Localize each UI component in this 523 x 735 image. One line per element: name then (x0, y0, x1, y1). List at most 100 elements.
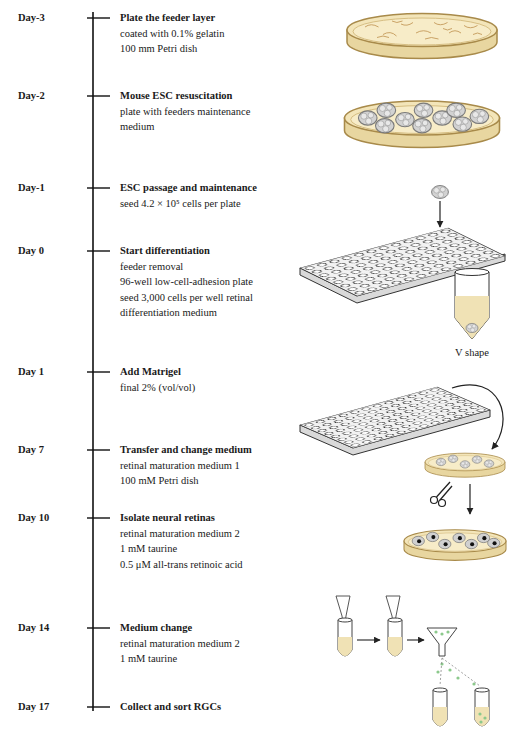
tube-rim (455, 269, 489, 276)
day-label: Day 17 (18, 699, 49, 715)
plate-wells (300, 387, 490, 448)
neural-retina (465, 539, 477, 548)
neural-retina (488, 538, 500, 547)
timeline-tick (87, 449, 110, 450)
cell-aggregate (448, 455, 458, 462)
sort-stream (440, 658, 480, 686)
step-heading: Medium change (120, 620, 272, 636)
timeline-tick (87, 95, 110, 96)
esc-colony (447, 103, 466, 117)
step-heading: Start differentiation (120, 243, 272, 259)
step-heading: Collect and sort RGCs (120, 699, 272, 715)
tube-medium (455, 296, 489, 339)
step-detail: 0.5 μM all-trans retinoic acid (120, 557, 272, 573)
well-plate (300, 387, 490, 448)
petri-dish (347, 14, 497, 59)
timeline-step: Day 10 Isolate neural retinasretinal matu… (0, 510, 290, 572)
cell-aggregate (472, 456, 482, 463)
timeline-tick (87, 250, 110, 251)
tube-body (455, 272, 489, 339)
cell-dot (479, 720, 482, 723)
arrow (407, 639, 424, 640)
step-detail: final 2% (vol/vol) (120, 380, 272, 396)
cell-aggregate (484, 460, 494, 467)
aggregate-dish (425, 453, 505, 477)
step-heading: Transfer and change medium (120, 442, 272, 458)
cell-dot (436, 670, 439, 673)
step-text: Transfer and change mediumretinal matura… (120, 442, 272, 489)
esc-colony (377, 103, 396, 117)
esc-colony (432, 186, 449, 199)
v-bottom-well (455, 269, 489, 340)
petri-dish (345, 101, 500, 148)
timeline-tick (87, 627, 110, 628)
esc-colony (358, 111, 377, 125)
step-detail: retinal maturation medium 2 (120, 526, 272, 542)
cell-aggregate (436, 458, 446, 465)
step-detail: 1 mM taurine (120, 651, 272, 667)
neural-retina (412, 536, 424, 545)
feeder-dish (347, 14, 497, 59)
scissors-handle (439, 500, 446, 507)
step-text: Add Matrigelfinal 2% (vol/vol) (120, 364, 272, 395)
step-detail: seed 4.2 × 10⁵ cells per plate (120, 196, 272, 212)
step-detail: 96-well low-cell-adhesion plate (120, 274, 272, 290)
step-text: Collect and sort RGCs (120, 699, 272, 715)
cell-dot (483, 716, 486, 719)
esc-colony (414, 103, 433, 117)
cell-dot (478, 712, 481, 715)
esc-cluster (432, 186, 449, 199)
step-heading: Mouse ESC resuscitation (120, 88, 272, 104)
plate-top (300, 387, 490, 448)
petri-dish (404, 530, 506, 561)
cell-dot (446, 630, 449, 633)
cell-dot (448, 668, 451, 671)
timeline-axis (92, 12, 94, 711)
timeline (87, 12, 110, 711)
day-label: Day 10 (18, 510, 49, 526)
day-label: Day-1 (18, 180, 45, 196)
step-text: Mouse ESC resuscitationplate with feeder… (120, 88, 272, 135)
cell-dot (440, 632, 443, 635)
sorted-cells (434, 630, 475, 685)
petri-dish (425, 453, 505, 477)
collection-tube (433, 688, 447, 726)
step-text: Isolate neural retinasretinal maturation… (120, 510, 272, 572)
esc-colony (470, 109, 489, 123)
timeline-tick (87, 17, 110, 18)
tube (338, 618, 352, 656)
retina-dish (404, 530, 506, 561)
cell-strainer (427, 628, 457, 656)
day-label: Day 1 (18, 364, 44, 380)
neural-retina (439, 539, 451, 548)
cell-aggregate (460, 461, 470, 468)
step-detail: 1 mM taurine (120, 541, 272, 557)
step-detail: 100 mm Petri dish (120, 41, 272, 57)
timeline-step: Day-3Plate the feeder layercoated with 0… (0, 10, 290, 57)
scissors (431, 482, 453, 507)
day-label: Day-3 (18, 10, 45, 26)
step-heading: Isolate neural retinas (120, 510, 272, 526)
feeder-fibres (365, 21, 482, 39)
neural-retina (426, 532, 438, 541)
scissors-handle (431, 497, 438, 504)
day-label: Day 14 (18, 620, 49, 636)
step-heading: Plate the feeder layer (120, 10, 272, 26)
sorted-cells (478, 712, 486, 723)
step-text: Start differentiationfeeder removal96-we… (120, 243, 272, 321)
step-detail: seed 3,000 cells per well retinal differ… (120, 290, 272, 321)
esc-colony (376, 119, 395, 133)
annotation-label: V shape (455, 345, 489, 361)
timeline-step: Day 14Medium changeretinal maturation me… (0, 620, 290, 667)
step-detail: retinal maturation medium 1 (120, 458, 272, 474)
timeline-tick (87, 371, 110, 372)
esc-colony (453, 117, 472, 131)
cell-dot (434, 630, 437, 633)
step-detail: 100 mM Petri dish (120, 473, 272, 489)
scissors-blade (437, 482, 453, 500)
esc-dish (345, 101, 500, 148)
step-detail: feeder removal (120, 259, 272, 275)
timeline-step: Day-2Mouse ESC resuscitationplate with f… (0, 88, 290, 135)
cell-dot (456, 676, 459, 679)
